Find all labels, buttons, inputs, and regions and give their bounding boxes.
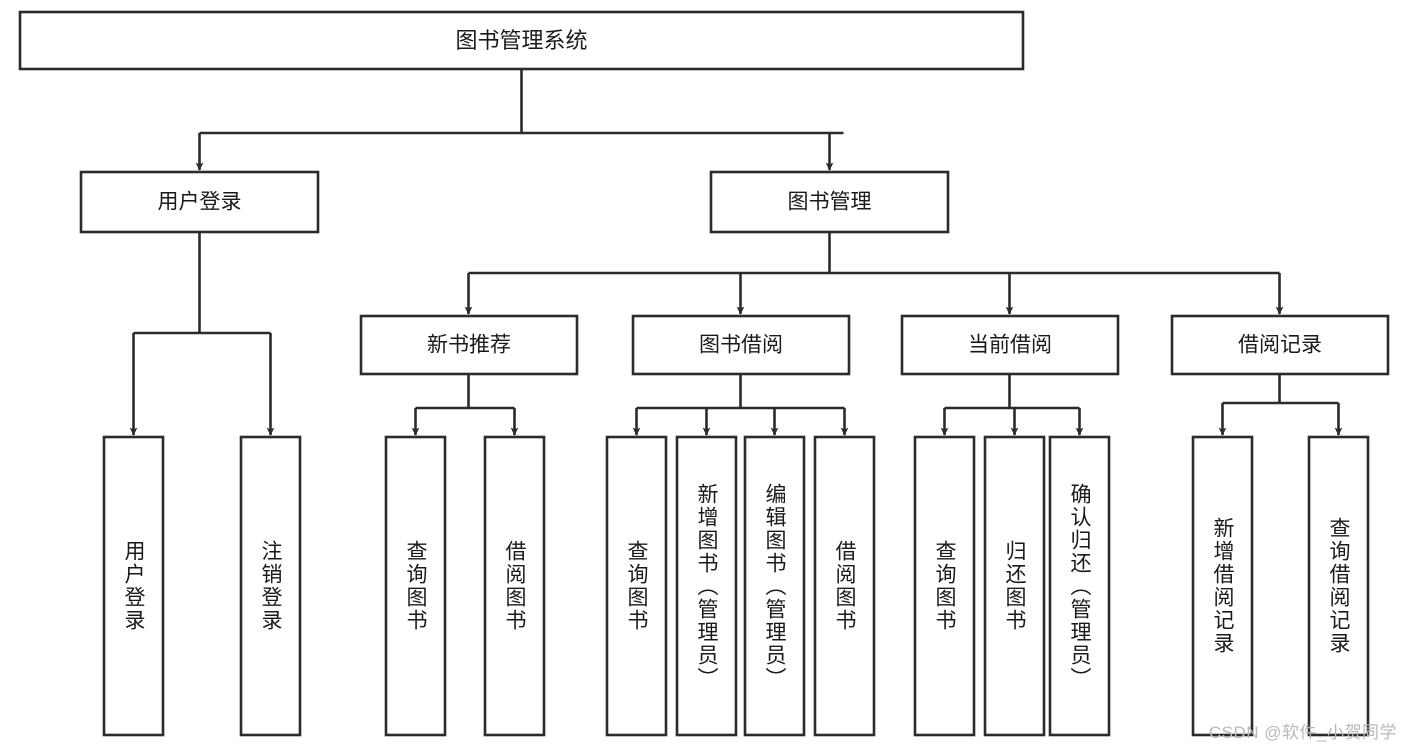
leaf-box-user-login[interactable] <box>102 435 165 737</box>
node-borrow-record[interactable]: 借阅记录 <box>1170 314 1390 376</box>
leaf-box-query-book-borrow[interactable] <box>605 435 668 737</box>
node-book-management-box <box>709 170 950 234</box>
leaf-box-edit-book-admin[interactable] <box>743 435 806 737</box>
node-user-login[interactable]: 用户登录 <box>79 170 320 234</box>
leaf-box-add-borrow-record[interactable] <box>1191 435 1254 737</box>
node-current-borrow-label: 当前借阅 <box>968 334 1052 357</box>
node-user-login-label: 用户登录 <box>158 191 242 214</box>
node-root[interactable]: 图书管理系统 <box>18 10 1025 71</box>
node-book-borrow-label: 图书借阅 <box>699 334 783 357</box>
leaf-box-query-borrow-record[interactable] <box>1307 435 1370 737</box>
node-root-label: 图书管理系统 <box>455 28 587 53</box>
leaf-box-return-book[interactable] <box>983 435 1046 737</box>
node-borrow-record-box <box>1170 314 1390 376</box>
node-book-management[interactable]: 图书管理 <box>709 170 950 234</box>
leaf-box-logout[interactable] <box>239 435 302 737</box>
node-new-book-recommend[interactable]: 新书推荐 <box>359 314 579 376</box>
leaf-box-query-book-current[interactable] <box>913 435 976 737</box>
leaf-box-add-book-admin[interactable] <box>675 435 738 737</box>
node-current-borrow-box <box>900 314 1120 376</box>
leaf-box-borrow-book[interactable] <box>813 435 876 737</box>
leaf-box-borrow-book-newbook[interactable] <box>483 435 546 737</box>
node-book-borrow[interactable]: 图书借阅 <box>631 314 851 376</box>
node-new-book-recommend-label: 新书推荐 <box>427 334 511 357</box>
csdn-watermark: CSDN @软件_小贺同学 <box>1208 723 1397 742</box>
node-current-borrow[interactable]: 当前借阅 <box>900 314 1120 376</box>
node-new-book-recommend-box <box>359 314 579 376</box>
node-borrow-record-label: 借阅记录 <box>1238 334 1322 357</box>
node-book-management-label: 图书管理 <box>788 191 872 214</box>
node-book-borrow-box <box>631 314 851 376</box>
node-root-box <box>18 10 1025 71</box>
leaf-box-confirm-return-admin[interactable] <box>1048 435 1111 737</box>
node-user-login-box <box>79 170 320 234</box>
leaf-box-query-book-newbook[interactable] <box>384 435 447 737</box>
